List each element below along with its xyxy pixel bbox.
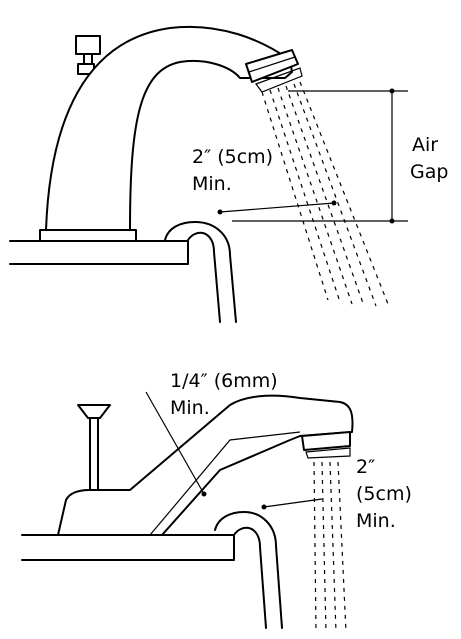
bottom-faucet-body: [57, 394, 354, 536]
bottom-offset-leader: [145, 391, 205, 495]
top-faucet-handle-cap: [75, 35, 101, 55]
bottom-faucet-handle-top: [77, 404, 111, 419]
bottom-faucet-handle-stem: [89, 417, 99, 491]
bottom-drain-pipe-inner: [233, 526, 267, 629]
top-gap-label-line1: 2″ (5cm): [192, 146, 273, 168]
bottom-faucet-nozzle-ring: [305, 447, 351, 459]
top-gap-label-line2: Min.: [192, 173, 232, 195]
bottom-offset-dot: [201, 491, 207, 497]
top-water-stream: [261, 81, 389, 307]
top-drain-pipe-inner: [187, 231, 221, 323]
top-air-gap-dot-top: [389, 88, 395, 94]
top-gap-dot-left: [217, 209, 223, 215]
top-air-gap-label-line2: Gap: [410, 161, 448, 183]
bottom-water-stream: [313, 461, 347, 633]
bottom-gap-measure-line: [263, 498, 323, 508]
top-drain-pipe: [164, 221, 237, 323]
top-gap-measure-line: [219, 202, 335, 213]
bottom-gap-dot: [261, 504, 267, 510]
top-faucet-aerator-ring-1: [248, 56, 296, 73]
top-faucet-base: [39, 229, 137, 242]
bottom-counter: [21, 534, 235, 561]
bottom-faucet-spout-edge: [149, 431, 301, 536]
top-diagram: 2″ (5cm) Min. Air Gap: [9, 25, 448, 323]
top-faucet-aerator: [245, 49, 299, 83]
top-faucet-aerator-ring-2: [255, 67, 303, 93]
bottom-diagram: 1/4″ (6mm) Min. 2″ (5cm) Min.: [21, 370, 412, 633]
top-air-gap-dot-bottom: [389, 218, 395, 224]
top-air-gap-label-line1: Air: [412, 134, 438, 156]
bottom-gap-label-line3: Min.: [356, 510, 396, 532]
top-counter: [9, 240, 189, 265]
bottom-faucet-nozzle: [301, 431, 351, 451]
bottom-gap-label-line1: 2″: [356, 456, 375, 478]
top-gap-dot-right: [331, 200, 337, 206]
top-faucet-spout: [45, 25, 293, 231]
bottom-gap-label-line2: (5cm): [356, 483, 412, 505]
bottom-drain-pipe: [214, 511, 283, 629]
bottom-offset-label-line1: 1/4″ (6mm): [170, 370, 278, 392]
bottom-offset-label-line2: Min.: [170, 397, 210, 419]
